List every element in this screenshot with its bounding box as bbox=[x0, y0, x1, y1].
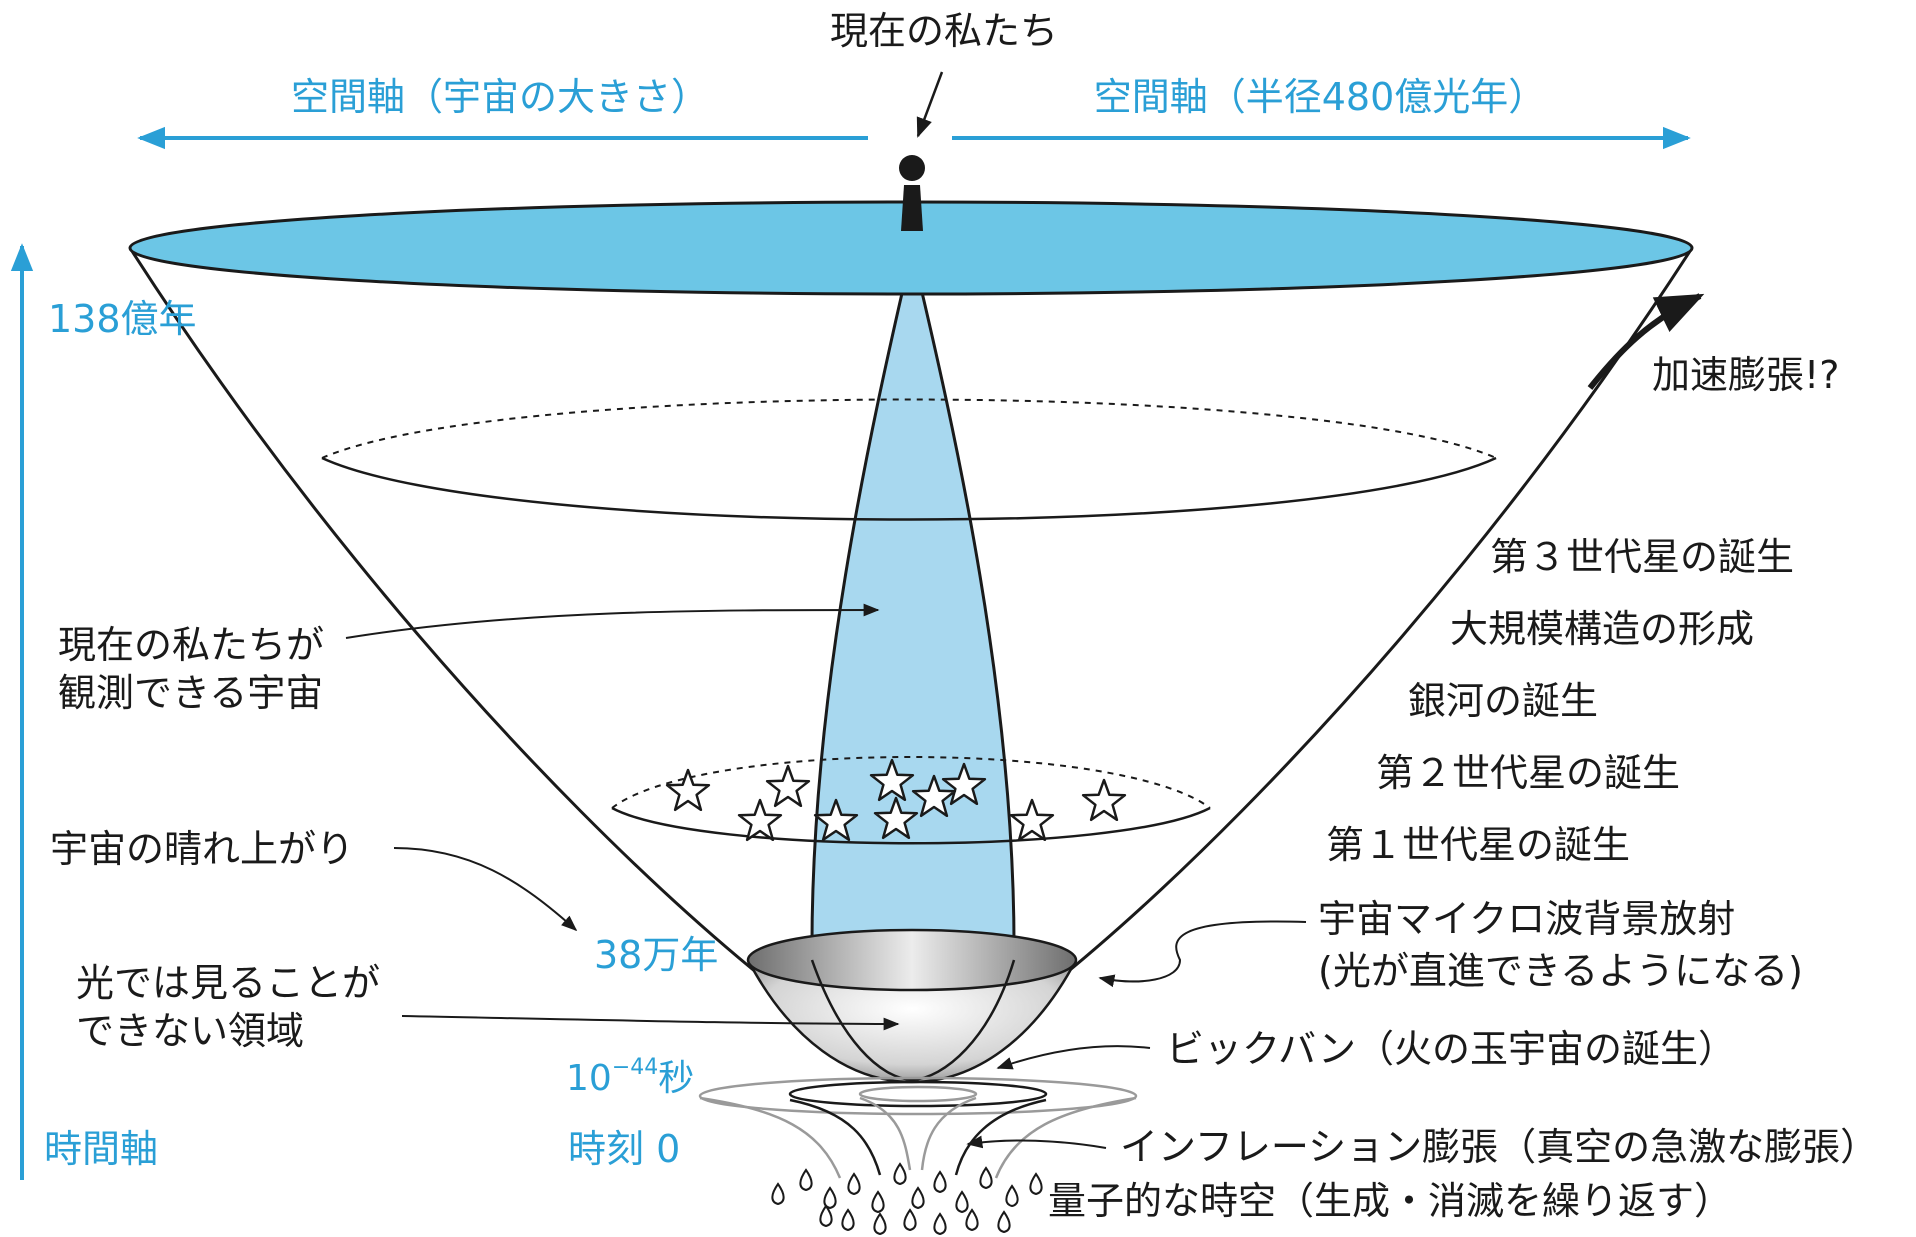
us-now-label: 現在の私たち bbox=[830, 9, 1058, 53]
time-unit: 秒 bbox=[658, 1058, 694, 1099]
observable-universe-callout bbox=[345, 603, 880, 639]
space-axis-right-label: 空間軸（半径480億光年） bbox=[1094, 75, 1547, 119]
cmb-label-1: 宇宙マイクロ波背景放射 bbox=[1318, 897, 1735, 941]
time-exponent: −44 bbox=[612, 1055, 658, 1080]
star-ring-back bbox=[611, 756, 1211, 809]
inflation-callout bbox=[966, 1135, 1107, 1149]
star-gen3-label: 第３世代星の誕生 bbox=[1490, 535, 1794, 579]
droplet-icon bbox=[955, 1190, 969, 1214]
time-zero-label: 時刻 0 bbox=[568, 1127, 680, 1171]
age-38man-label: 38万年 bbox=[594, 933, 718, 977]
age-138-label: 138億年 bbox=[48, 297, 197, 341]
big-bang-callout bbox=[996, 1045, 1151, 1070]
droplet-icon bbox=[799, 1168, 813, 1192]
quantum-droplets bbox=[771, 1162, 1043, 1236]
droplet-icon bbox=[847, 1172, 861, 1196]
droplet-icon bbox=[933, 1170, 947, 1194]
star-gen1-label: 第１世代星の誕生 bbox=[1326, 823, 1630, 867]
acceleration-arrow bbox=[1587, 293, 1705, 390]
us-now-arrow bbox=[916, 71, 944, 138]
inflation-rings bbox=[698, 1076, 1138, 1179]
droplet-icon bbox=[841, 1208, 855, 1232]
quantum-spacetime-label: 量子的な時空（生成・消滅を繰り返す） bbox=[1048, 1179, 1732, 1223]
recombination-label: 宇宙の晴れ上がり bbox=[50, 827, 354, 871]
observable-universe-label-1: 現在の私たちが bbox=[58, 623, 324, 667]
droplet-icon bbox=[997, 1210, 1011, 1234]
star-icon bbox=[941, 762, 987, 806]
star-gen2-label: 第２世代星の誕生 bbox=[1376, 751, 1680, 795]
opaque-region-label-2: できない領域 bbox=[76, 1009, 304, 1053]
droplet-icon bbox=[871, 1190, 885, 1214]
droplet-icon bbox=[1029, 1172, 1043, 1196]
time-base: 10 bbox=[566, 1058, 612, 1099]
star-icon bbox=[813, 798, 859, 842]
star-icon bbox=[765, 764, 811, 808]
observable-universe-label-2: 観測できる宇宙 bbox=[58, 671, 323, 715]
star-icon bbox=[737, 798, 783, 842]
big-bang-label: ビックバン（火の玉宇宙の誕生） bbox=[1166, 1027, 1736, 1071]
cmb-label-2: (光が直進できるようになる) bbox=[1318, 949, 1803, 993]
star-icon bbox=[665, 768, 711, 812]
time-axis-label: 時間軸 bbox=[44, 1127, 158, 1171]
star-icon bbox=[1081, 778, 1127, 822]
droplet-icon bbox=[965, 1208, 979, 1232]
bowl-rim bbox=[746, 928, 1078, 992]
droplet-icon bbox=[903, 1208, 917, 1232]
middle-ring-front bbox=[321, 456, 1497, 521]
droplet-icon bbox=[771, 1182, 785, 1206]
large-scale-structure-label: 大規模構造の形成 bbox=[1450, 607, 1754, 651]
droplet-icon bbox=[893, 1162, 907, 1186]
opaque-region-callout bbox=[401, 1015, 900, 1031]
droplet-icon bbox=[979, 1166, 993, 1190]
droplet-icon bbox=[823, 1186, 837, 1210]
recombination-callout bbox=[393, 847, 578, 932]
time-1e-44-label: 10−44秒 bbox=[566, 1055, 694, 1099]
droplet-icon bbox=[911, 1186, 925, 1210]
galaxy-birth-label: 銀河の誕生 bbox=[1408, 679, 1598, 723]
star-icon bbox=[873, 796, 919, 840]
light-cone-inside-bowl bbox=[810, 959, 1016, 1082]
droplet-icon bbox=[1005, 1184, 1019, 1208]
star-ring-front bbox=[611, 806, 1211, 845]
cmb-callout bbox=[1098, 920, 1307, 988]
opaque-region-label-1: 光では見ることが bbox=[76, 961, 380, 1005]
star-icon bbox=[1009, 798, 1055, 842]
person-icon bbox=[899, 155, 925, 231]
star-icon bbox=[869, 758, 915, 802]
droplet-icon bbox=[933, 1212, 947, 1236]
droplet-icon bbox=[819, 1204, 833, 1228]
droplet-icon bbox=[873, 1212, 887, 1236]
stars-group bbox=[665, 758, 1127, 842]
star-icon bbox=[911, 774, 957, 818]
middle-ring-back bbox=[321, 398, 1497, 459]
inflation-label: インフレーション膨張（真空の急激な膨張） bbox=[1120, 1125, 1878, 1169]
accelerating-expansion-label: 加速膨張!? bbox=[1652, 353, 1839, 397]
space-axis-left-label: 空間軸（宇宙の大きさ） bbox=[291, 75, 709, 119]
